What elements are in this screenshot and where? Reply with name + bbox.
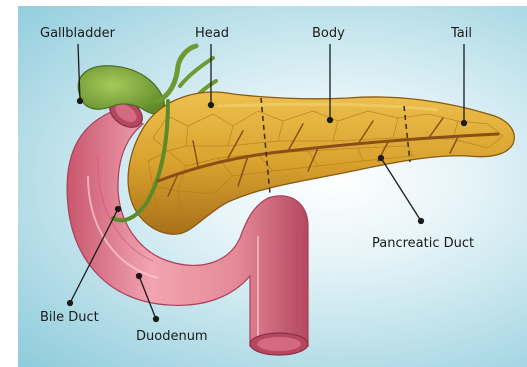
label-pancreatic-duct: Pancreatic Duct — [372, 236, 474, 252]
label-duodenum: Duodenum — [136, 329, 208, 345]
pancreas-shape — [128, 92, 514, 234]
label-tail: Tail — [451, 26, 472, 42]
label-bile-duct: Bile Duct — [40, 310, 99, 326]
pancreas-diagram: Gallbladder Head Body Tail Pancreatic Du… — [18, 6, 527, 367]
label-head: Head — [195, 26, 229, 42]
label-body: Body — [312, 26, 345, 42]
label-gallbladder: Gallbladder — [40, 26, 115, 42]
